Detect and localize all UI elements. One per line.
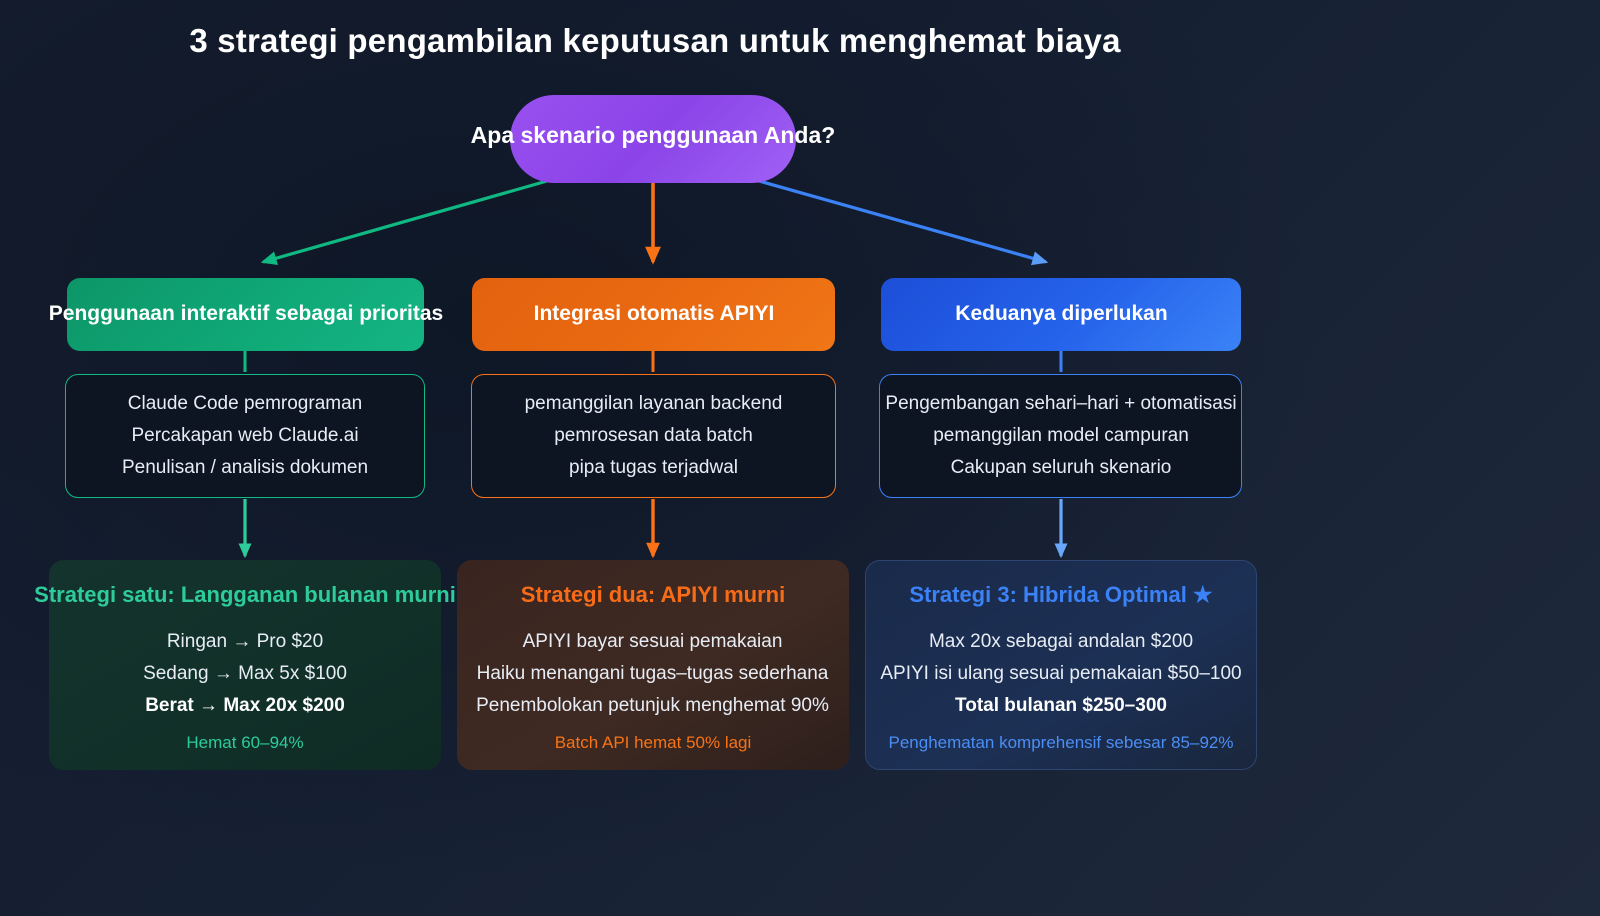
root-decision-node[interactable] xyxy=(510,95,796,183)
strategy-card-3-footer: Penghematan komprehensif sebesar 85–92% xyxy=(888,733,1234,752)
page-title: 3 strategi pengambilan keputusan untuk m… xyxy=(189,22,1121,59)
detail-box-2-lines: pemanggilan layanan backend pemrosesan da… xyxy=(471,388,836,484)
strategy-line: APIYI isi ulang sesuai pemakaian $50–100 xyxy=(880,663,1242,684)
detail-line: pemanggilan model campuran xyxy=(933,425,1189,446)
detail-box-3 xyxy=(879,374,1242,498)
strategy-card-1-footer: Hemat 60–94% xyxy=(186,733,304,752)
detail-line: Percakapan web Claude.ai xyxy=(131,425,359,446)
branch-node-2[interactable] xyxy=(472,278,835,351)
strategy-card-1[interactable] xyxy=(49,560,441,770)
detail-line: Cakupan seluruh skenario xyxy=(950,457,1172,478)
strategy-line: Ringan → Pro $20 xyxy=(166,631,324,652)
branch-node-3-label: Keduanya diperlukan xyxy=(955,302,1168,325)
strategy-line: Haiku menangani tugas–tugas sederhana xyxy=(476,663,829,684)
strategy-line: Penembolokan petunjuk menghemat 90% xyxy=(476,695,829,716)
strategy-card-2[interactable] xyxy=(457,560,849,770)
strategy-card-1-title: Strategi satu: Langganan bulanan murni xyxy=(34,582,456,607)
edge-root-to-branch-1 xyxy=(260,177,555,266)
detail-line: pemanggilan layanan backend xyxy=(524,393,783,414)
strategy-line: Sedang → Max 5x $100 xyxy=(143,663,347,684)
detail-box-3-lines: Pengembangan sehari–hari + otomatisasi pe… xyxy=(860,388,1262,484)
detail-line: pipa tugas terjadwal xyxy=(569,457,738,478)
detail-line: Penulisan / analisis dokumen xyxy=(121,457,369,478)
root-decision-label: Apa skenario penggunaan Anda? xyxy=(470,122,836,148)
detail-box-2 xyxy=(471,374,836,498)
branch-node-1-label: Penggunaan interaktif sebagai prioritas xyxy=(48,302,444,325)
branch-node-2-label: Integrasi otomatis APIYI xyxy=(533,302,775,325)
branch-node-3[interactable] xyxy=(881,278,1241,351)
strategy-line: APIYI bayar sesuai pemakaian xyxy=(522,631,783,652)
strategy-card-3-title: Strategi 3: Hibrida Optimal ★ xyxy=(909,582,1213,607)
detail-line: pemrosesan data batch xyxy=(554,425,753,446)
strategy-line: Total bulanan $250–300 xyxy=(955,695,1167,716)
strategy-card-3[interactable] xyxy=(865,560,1257,770)
strategy-line: Max 20x sebagai andalan $200 xyxy=(928,631,1194,652)
strategy-card-2-title: Strategi dua: APIYI murni xyxy=(520,582,786,607)
branch-node-1[interactable] xyxy=(67,278,424,351)
edge-root-to-branch-3 xyxy=(751,177,1049,266)
detail-line: Pengembangan sehari–hari + otomatisasi xyxy=(885,393,1237,414)
detail-line: Claude Code pemrograman xyxy=(127,393,363,414)
strategy-card-2-footer: Batch API hemat 50% lagi xyxy=(554,733,752,752)
detail-box-1 xyxy=(65,374,425,498)
strategy-line: Berat → Max 20x $200 xyxy=(145,695,345,716)
